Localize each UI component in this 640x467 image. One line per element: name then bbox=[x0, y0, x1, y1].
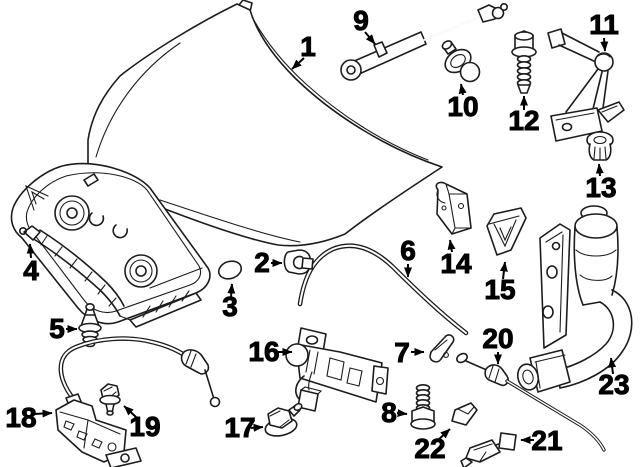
callout-number: 4 bbox=[23, 255, 39, 286]
callout-number: 18 bbox=[5, 402, 36, 433]
part-12-bolt-drawing bbox=[511, 30, 537, 94]
part-17-bolt-drawing bbox=[264, 402, 303, 437]
part-2-clip-drawing bbox=[283, 249, 314, 275]
callout-1: 1 bbox=[291, 31, 316, 70]
callout-number: 3 bbox=[222, 291, 238, 322]
part-10-stud-drawing bbox=[441, 40, 481, 83]
callouts: 1 2 3 4 5 6 7 8 bbox=[5, 5, 630, 465]
callout-9: 9 bbox=[353, 5, 376, 45]
callout-number: 20 bbox=[482, 323, 513, 354]
callout-number: 10 bbox=[447, 91, 478, 122]
callout-8: 8 bbox=[381, 397, 408, 429]
callout-18: 18 bbox=[5, 402, 53, 434]
part-8-bolt-drawing bbox=[410, 383, 436, 430]
callout-number: 5 bbox=[49, 313, 65, 344]
callout-number: 14 bbox=[440, 248, 472, 279]
part-18-cable-drawing bbox=[55, 336, 221, 467]
callout-number: 22 bbox=[414, 433, 445, 464]
callout-15: 15 bbox=[484, 261, 516, 306]
part-11-hinge-drawing bbox=[547, 28, 625, 142]
callout-6: 6 bbox=[400, 235, 416, 278]
callout-2: 2 bbox=[254, 247, 283, 279]
part-13-grommet-drawing bbox=[586, 131, 614, 161]
callout-number: 13 bbox=[585, 172, 616, 203]
part-1-hood-drawing bbox=[87, 0, 443, 247]
callout-number: 17 bbox=[224, 412, 255, 443]
callout-17: 17 bbox=[224, 412, 264, 444]
callout-11: 11 bbox=[589, 9, 619, 52]
callout-4: 4 bbox=[23, 243, 40, 287]
part-14-bracket-drawing bbox=[435, 181, 472, 235]
callout-20: 20 bbox=[482, 323, 514, 365]
callout-number: 2 bbox=[254, 247, 270, 278]
callout-22: 22 bbox=[414, 428, 451, 465]
callout-16: 16 bbox=[248, 336, 293, 368]
part-22-clip-drawing bbox=[451, 402, 478, 426]
callout-23: 23 bbox=[598, 357, 630, 401]
callout-number: 19 bbox=[129, 411, 160, 442]
part-7-clip-drawing bbox=[429, 334, 455, 363]
callout-number: 11 bbox=[589, 9, 619, 40]
callout-number: 6 bbox=[400, 235, 416, 266]
callout-number: 7 bbox=[394, 337, 410, 368]
callout-19: 19 bbox=[123, 405, 161, 443]
callout-number: 9 bbox=[353, 5, 369, 36]
callout-5: 5 bbox=[49, 313, 78, 345]
callout-12: 12 bbox=[508, 95, 540, 137]
callout-number: 12 bbox=[508, 105, 539, 136]
part-3-plug-drawing bbox=[217, 260, 243, 280]
callout-13: 13 bbox=[585, 163, 617, 204]
callout-number: 8 bbox=[381, 397, 397, 428]
callout-10: 10 bbox=[447, 83, 479, 123]
callout-7: 7 bbox=[394, 337, 425, 369]
callout-number: 21 bbox=[531, 425, 562, 456]
callout-number: 23 bbox=[598, 369, 629, 400]
part-9-strut-drawing bbox=[340, 2, 508, 81]
callout-number: 1 bbox=[300, 31, 316, 62]
callout-number: 16 bbox=[248, 336, 279, 367]
part-21-clip-drawing bbox=[460, 432, 517, 467]
part-19-bolt-drawing bbox=[99, 383, 121, 416]
callout-3: 3 bbox=[222, 283, 238, 323]
callout-number: 15 bbox=[484, 274, 515, 305]
part-15-bracket-drawing bbox=[486, 207, 527, 256]
part-4-insulator-pad-drawing bbox=[10, 162, 211, 328]
callout-14: 14 bbox=[440, 239, 472, 280]
part-23-actuator-drawing bbox=[516, 205, 633, 393]
callout-21: 21 bbox=[520, 425, 563, 457]
part-16-latch-drawing bbox=[285, 327, 389, 412]
part-20-cable-drawing bbox=[456, 352, 606, 452]
